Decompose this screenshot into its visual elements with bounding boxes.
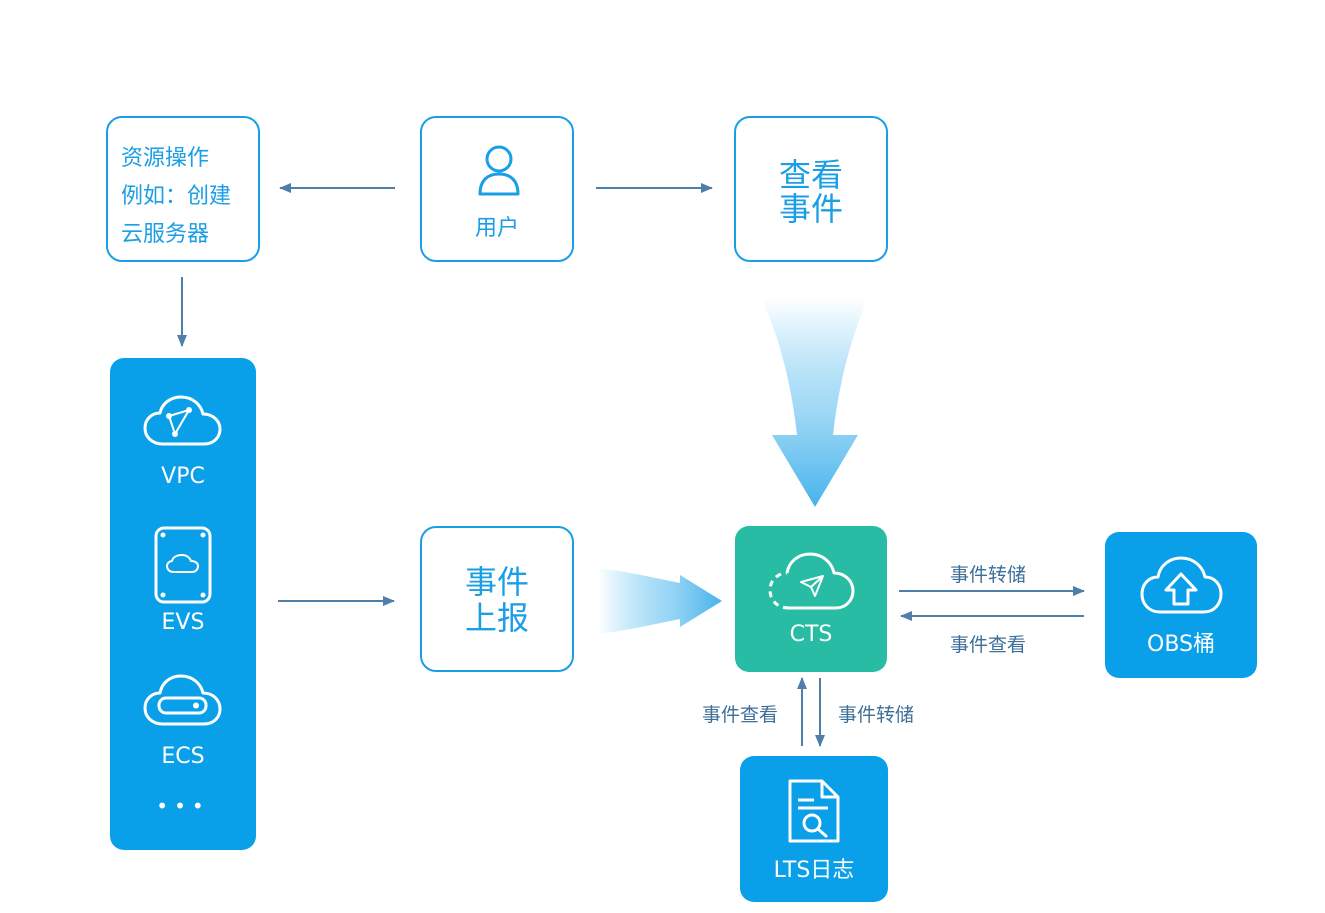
cts-box: CTS <box>735 526 887 672</box>
cloud-server-icon <box>143 674 222 726</box>
view-events-box: 查看 事件 <box>734 116 888 262</box>
user-icon <box>478 145 520 196</box>
obs-label: OBS桶 <box>1147 632 1215 657</box>
resource-ops-line2: 例如：创建 <box>121 184 232 209</box>
report-events-line2: 上报 <box>464 599 529 637</box>
more-services-ellipsis: ••• <box>156 794 210 818</box>
view-events-line1: 查看 <box>778 156 843 194</box>
user-box: 用户 <box>420 116 574 262</box>
cloud-upload-icon <box>1140 556 1223 614</box>
edge-label-lts-to-cts: 事件查看 <box>702 704 779 726</box>
disk-icon <box>154 526 212 604</box>
user-label: 用户 <box>474 216 519 241</box>
gradient-arrow-view-to-cts <box>762 298 868 507</box>
lts-box: LTS日志 <box>740 756 888 902</box>
services-panel: VPC EVS ECS ••• <box>110 358 256 850</box>
log-file-icon <box>788 779 840 843</box>
cts-label: CTS <box>789 622 833 647</box>
obs-box: OBS桶 <box>1105 532 1257 678</box>
report-events-box: 事件 上报 <box>420 526 574 672</box>
vpc-label: VPC <box>161 464 205 489</box>
ecs-label: ECS <box>161 744 205 769</box>
resource-ops-line1: 资源操作 <box>121 146 210 171</box>
gradient-arrow-report-to-cts <box>598 568 722 634</box>
evs-label: EVS <box>161 610 205 635</box>
cloud-vpc-icon <box>143 395 222 446</box>
resource-operations-box: 资源操作 例如：创建 云服务器 <box>106 116 260 262</box>
report-events-line1: 事件 <box>464 563 529 601</box>
cloud-cts-icon <box>768 552 855 610</box>
resource-ops-line3: 云服务器 <box>121 222 210 247</box>
edge-label-cts-to-obs: 事件转储 <box>950 564 1027 586</box>
view-events-line2: 事件 <box>778 190 843 228</box>
edge-label-obs-to-cts: 事件查看 <box>950 634 1027 656</box>
lts-label: LTS日志 <box>773 858 855 883</box>
edge-label-cts-to-lts: 事件转储 <box>838 704 915 726</box>
